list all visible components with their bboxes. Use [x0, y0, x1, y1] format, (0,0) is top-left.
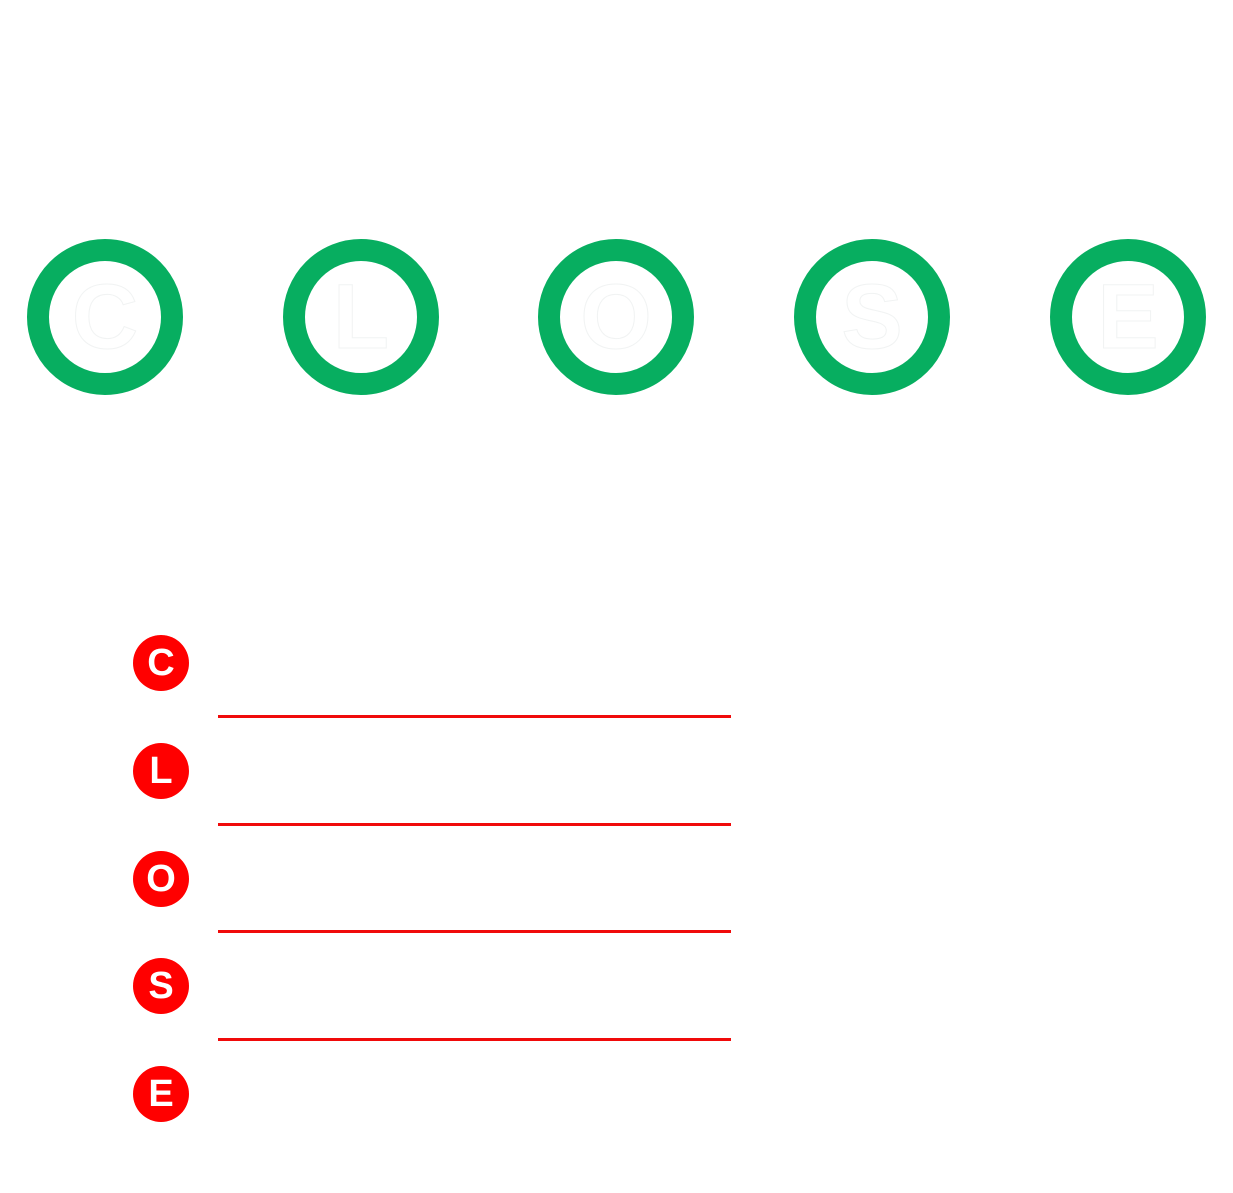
badge-letter: C	[147, 642, 175, 684]
ring-letter: S	[841, 266, 903, 369]
answer-line	[218, 823, 731, 826]
letter-ring-e: E	[1050, 239, 1206, 395]
letter-ring-c: C	[27, 239, 183, 395]
ring-letter: C	[71, 266, 139, 369]
ring-letter: L	[332, 266, 390, 369]
answer-line	[218, 1038, 731, 1041]
ring-letter: O	[580, 266, 653, 369]
badge-letter: S	[148, 965, 174, 1007]
ring-letter: E	[1097, 266, 1159, 369]
list-badge-e: E	[133, 1066, 189, 1122]
letter-ring-l: L	[283, 239, 439, 395]
letter-ring-o: O	[538, 239, 694, 395]
list-badge-s: S	[133, 958, 189, 1014]
answer-line	[218, 715, 731, 718]
answer-line	[218, 930, 731, 933]
badge-letter: L	[149, 750, 173, 792]
letter-ring-s: S	[794, 239, 950, 395]
badge-letter: O	[146, 858, 176, 900]
badge-letter: E	[148, 1073, 174, 1115]
list-badge-o: O	[133, 851, 189, 907]
list-badge-c: C	[133, 635, 189, 691]
list-badge-l: L	[133, 743, 189, 799]
